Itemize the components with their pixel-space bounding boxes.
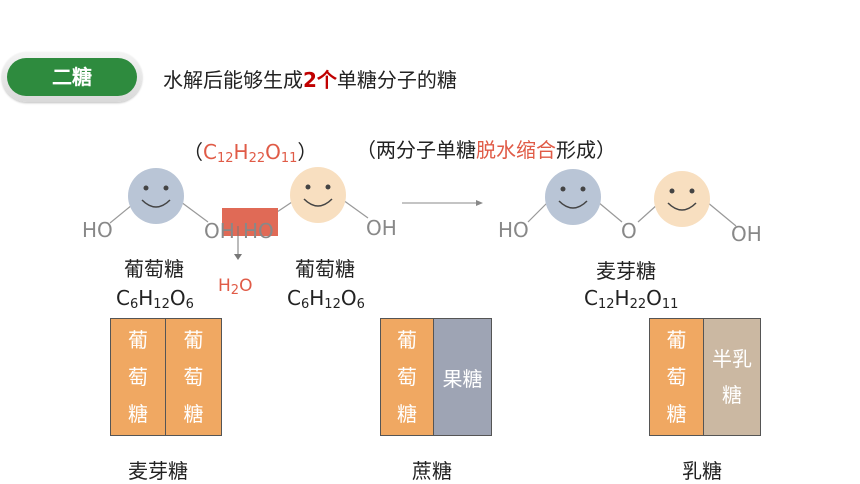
f-h-n: 12 [153, 297, 170, 312]
f-o-n: 6 [356, 297, 365, 312]
paren-close: ） [297, 140, 318, 164]
lactose-galactose-box: 半乳糖 [703, 318, 761, 436]
water-formula: H2O [218, 276, 252, 298]
water-n: 2 [230, 283, 240, 298]
glucose-name-2: 葡萄糖 [295, 257, 355, 281]
formula-c-n: 12 [216, 151, 234, 166]
ho-label: HO [498, 218, 529, 242]
maltose-glucose-box-1: 葡萄糖 [110, 318, 166, 436]
glucose-name-1: 葡萄糖 [124, 257, 184, 281]
box-line: 糖 [183, 401, 204, 426]
box-line: 葡 [397, 327, 417, 352]
reaction-diagram [109, 167, 737, 260]
f-c-n: 6 [129, 297, 139, 312]
f-c: C [287, 286, 301, 310]
arrow-right-head [476, 200, 483, 206]
f-o: O [169, 286, 186, 310]
maltose-caption: 麦芽糖 [128, 459, 188, 483]
ho-label: HO [82, 218, 113, 242]
f-h: H [614, 286, 630, 310]
box-line: 果糖 [442, 366, 483, 391]
box-line: 葡 [183, 327, 204, 352]
bond-line [342, 199, 369, 219]
smiley-face-icon [128, 168, 184, 224]
f-h-n: 22 [629, 297, 647, 312]
box-line: 糖 [128, 401, 148, 426]
box-line: 萄 [397, 364, 417, 389]
f-o: O [340, 286, 357, 310]
bond-line [527, 201, 549, 223]
bond-line [597, 201, 623, 223]
box-line: 萄 [183, 364, 204, 389]
lactose-caption: 乳糖 [682, 459, 722, 483]
water-h: H [218, 276, 231, 296]
intro-text: 水解后能够生成 [163, 68, 303, 92]
condensation-note: （两分子单糖脱水缩合形成） [356, 134, 616, 163]
water-removal-box [222, 208, 278, 236]
arrow-down-head [234, 254, 242, 260]
maltose-formula: C12H22O11 [584, 286, 678, 312]
sucrose-glucose-box: 葡萄糖 [380, 318, 434, 436]
note-text-end: 形成） [556, 138, 616, 162]
f-o-n: 6 [185, 297, 194, 312]
intro-text-end: 单糖分子的糖 [336, 68, 457, 92]
bond-line [637, 203, 659, 223]
box-line: 萄 [666, 364, 687, 389]
glucose-formula-2: C6H12O6 [287, 286, 365, 312]
maltose-name: 麦芽糖 [596, 259, 656, 283]
o-label: O [621, 219, 637, 243]
box-line: 糖 [722, 383, 742, 407]
formula-o-n: 11 [280, 151, 298, 166]
box-line: 萄 [128, 364, 148, 389]
smiley-face-icon [290, 167, 346, 223]
box-line: 糖 [397, 401, 417, 426]
oh-label: OH [204, 219, 235, 243]
f-o-n: 11 [661, 297, 679, 312]
box-line: 葡 [666, 327, 687, 352]
formula-o: O [265, 140, 281, 164]
smiley-face-icon [545, 169, 601, 225]
formula-h: H [233, 140, 249, 164]
box-line: 葡 [128, 327, 148, 352]
f-c-n: 12 [597, 297, 615, 312]
f-h-n: 12 [324, 297, 341, 312]
note-text: （两分子单糖 [356, 138, 476, 162]
glucose-formula-1: C6H12O6 [116, 286, 194, 312]
bond-line [109, 204, 133, 224]
oh-label: OH [366, 216, 397, 240]
f-c: C [584, 286, 598, 310]
water-o: O [239, 276, 253, 296]
box-line: 糖 [666, 401, 687, 426]
paren-open: （ [183, 140, 203, 164]
intro-highlight: 2个 [303, 68, 337, 92]
f-o: O [646, 286, 662, 310]
left-formula: （C12H22O11） [183, 136, 317, 166]
smiley-face-icon [654, 171, 710, 227]
section-intro: 水解后能够生成2个单糖分子的糖 [163, 64, 457, 93]
bond-line [706, 201, 737, 227]
bond-line [180, 201, 209, 223]
ho-label: HO [243, 219, 274, 243]
formula-h-n: 22 [248, 151, 266, 166]
formula-c: C [203, 140, 217, 164]
f-c: C [116, 286, 130, 310]
section-badge: 二糖 [7, 58, 137, 96]
f-h: H [138, 286, 154, 310]
f-c-n: 6 [300, 297, 310, 312]
sucrose-caption: 蔗糖 [412, 459, 452, 483]
sucrose-fructose-box: 果糖 [433, 318, 492, 436]
maltose-glucose-box-2: 葡萄糖 [165, 318, 222, 436]
lactose-glucose-box: 葡萄糖 [649, 318, 704, 436]
f-h: H [309, 286, 325, 310]
oh-label: OH [731, 222, 762, 246]
note-highlight: 脱水缩合 [476, 138, 556, 162]
box-line: 半乳 [712, 347, 752, 371]
